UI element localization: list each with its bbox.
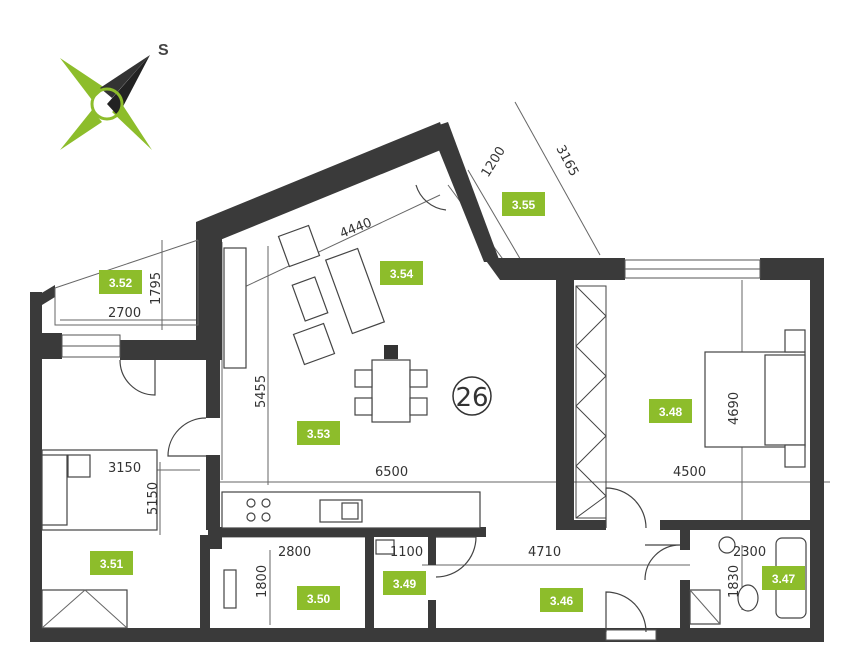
room-tag-3-54: 3.54 bbox=[380, 261, 423, 285]
dim-1830: 1830 bbox=[727, 565, 742, 598]
room-label: 3.49 bbox=[393, 577, 417, 591]
dim-2700: 2700 bbox=[108, 306, 141, 321]
balcony-352 bbox=[54, 239, 199, 326]
room-tag-3-51: 3.51 bbox=[90, 551, 133, 575]
windows bbox=[61, 259, 761, 641]
room-tag-3-48: 3.48 bbox=[649, 399, 692, 423]
dim-4500: 4500 bbox=[673, 465, 706, 480]
compass-icon: S bbox=[60, 42, 169, 150]
bed-351 bbox=[41, 449, 158, 629]
wardrobe bbox=[575, 285, 607, 519]
dim-1200: 1200 bbox=[479, 144, 509, 180]
room-tag-3-52: 3.52 bbox=[99, 270, 142, 294]
room-label: 3.53 bbox=[307, 427, 331, 441]
dim-4690: 4690 bbox=[727, 392, 742, 425]
room-label: 3.47 bbox=[772, 572, 796, 586]
room-tag-3-47: 3.47 bbox=[762, 566, 805, 590]
dim-1100: 1100 bbox=[390, 545, 423, 560]
room-label: 3.46 bbox=[550, 594, 574, 608]
dim-4710: 4710 bbox=[528, 545, 561, 560]
dim-1795: 1795 bbox=[149, 272, 164, 305]
room-label: 3.54 bbox=[390, 267, 414, 281]
room-label: 3.51 bbox=[100, 557, 124, 571]
room-label: 3.52 bbox=[109, 276, 133, 290]
dim-1800: 1800 bbox=[255, 565, 270, 598]
dim-4440: 4440 bbox=[338, 215, 374, 241]
dim-2800: 2800 bbox=[278, 545, 311, 560]
compass-letter: S bbox=[158, 42, 169, 59]
dim-6500: 6500 bbox=[375, 465, 408, 480]
bathroom-fixtures bbox=[223, 536, 807, 625]
room-tag-3-46: 3.46 bbox=[540, 588, 583, 612]
room-label: 3.55 bbox=[512, 198, 536, 212]
bed-348 bbox=[704, 329, 806, 468]
dim-5455: 5455 bbox=[254, 375, 269, 408]
dim-3150: 3150 bbox=[108, 461, 141, 476]
room-tag-3-53: 3.53 bbox=[297, 421, 340, 445]
room-label: 3.48 bbox=[659, 405, 683, 419]
room-tag-3-49: 3.49 bbox=[383, 571, 426, 595]
room-label: 3.50 bbox=[307, 592, 331, 606]
walls bbox=[30, 122, 824, 642]
living-furniture bbox=[223, 224, 428, 423]
room-tag-3-55: 3.55 bbox=[502, 192, 545, 216]
kitchen-counter bbox=[221, 491, 481, 529]
dim-2300: 2300 bbox=[733, 545, 766, 560]
dim-3165: 3165 bbox=[552, 143, 581, 179]
unit-number: 26 bbox=[455, 383, 488, 413]
dim-5150: 5150 bbox=[146, 482, 161, 515]
doors bbox=[119, 184, 681, 633]
unit-number-badge: 26 bbox=[452, 376, 492, 416]
room-tag-3-50: 3.50 bbox=[297, 586, 340, 610]
